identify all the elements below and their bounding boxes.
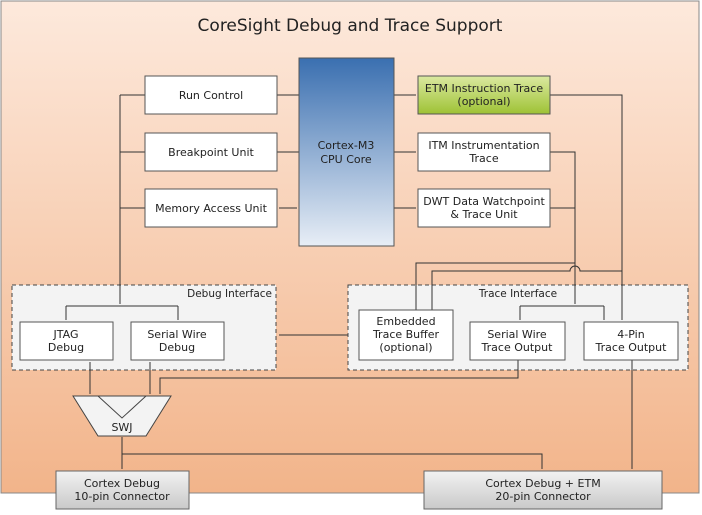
run-control-block: Run Control (144, 75, 278, 115)
connector-20-label-line1: Cortex Debug + ETM (485, 477, 600, 490)
connection-lines (65, 94, 633, 469)
swj-mux: SWJ (72, 395, 172, 437)
tpiu-label-line1: 4-Pin (617, 328, 644, 341)
breakpoint-unit-block: Breakpoint Unit (144, 132, 278, 172)
itm-block: ITM Instrumentation Trace (417, 132, 551, 172)
cpu-core-label-line1: Cortex-M3 (318, 139, 375, 152)
serial-wire-trace-output-block: Serial Wire Trace Output (469, 321, 566, 361)
jtag-label-line2: Debug (48, 341, 84, 354)
etb-block: Embedded Trace Buffer (optional) (358, 309, 454, 361)
serial-wire-debug-label-line2: Debug (159, 341, 195, 354)
diagram-title: CoreSight Debug and Trace Support (198, 16, 503, 36)
breakpoint-unit-label: Breakpoint Unit (168, 146, 254, 159)
etm-label-line1: ETM Instruction Trace (425, 82, 543, 95)
serial-wire-debug-block: Serial Wire Debug (130, 321, 225, 361)
connector-10-pin: Cortex Debug 10-pin Connector (55, 470, 190, 510)
dwt-block: DWT Data Watchpoint & Trace Unit (417, 188, 551, 228)
connector-20-pin: Cortex Debug + ETM 20-pin Connector (423, 470, 663, 510)
etb-label-line1: Embedded (376, 315, 435, 328)
connector-10-label-line2: 10-pin Connector (74, 490, 170, 503)
connector-20-label-line2: 20-pin Connector (495, 490, 591, 503)
etm-block: ETM Instruction Trace (optional) (417, 75, 551, 115)
swj-label: SWJ (111, 421, 132, 434)
swo-label-line2: Trace Output (481, 341, 554, 354)
memory-access-unit-label: Memory Access Unit (155, 202, 267, 215)
trace-interface-label: Trace Interface (478, 288, 557, 300)
etb-label-line2: Trace Buffer (372, 328, 440, 341)
tpiu-label-line2: Trace Output (595, 341, 668, 354)
debug-interface-label: Debug Interface (187, 288, 272, 300)
connector-10-label-line1: Cortex Debug (84, 477, 160, 490)
itm-label-line1: ITM Instrumentation (428, 139, 539, 152)
cpu-core-label-line2: CPU Core (320, 153, 372, 166)
cpu-core-block: Cortex-M3 CPU Core (298, 57, 395, 247)
serial-wire-debug-label-line1: Serial Wire (147, 328, 207, 341)
itm-label-line2: Trace (468, 152, 498, 165)
memory-access-unit-block: Memory Access Unit (144, 188, 278, 228)
jtag-block: JTAG Debug (19, 321, 114, 361)
jtag-label-line1: JTAG (53, 328, 79, 341)
four-pin-trace-output-block: 4-Pin Trace Output (583, 321, 679, 361)
etb-label-line3: (optional) (379, 341, 432, 354)
swo-label-line1: Serial Wire (487, 328, 547, 341)
dwt-label-line1: DWT Data Watchpoint (423, 195, 545, 208)
etm-label-line2: (optional) (457, 95, 510, 108)
dwt-label-line2: & Trace Unit (450, 208, 518, 221)
run-control-label: Run Control (179, 89, 243, 102)
